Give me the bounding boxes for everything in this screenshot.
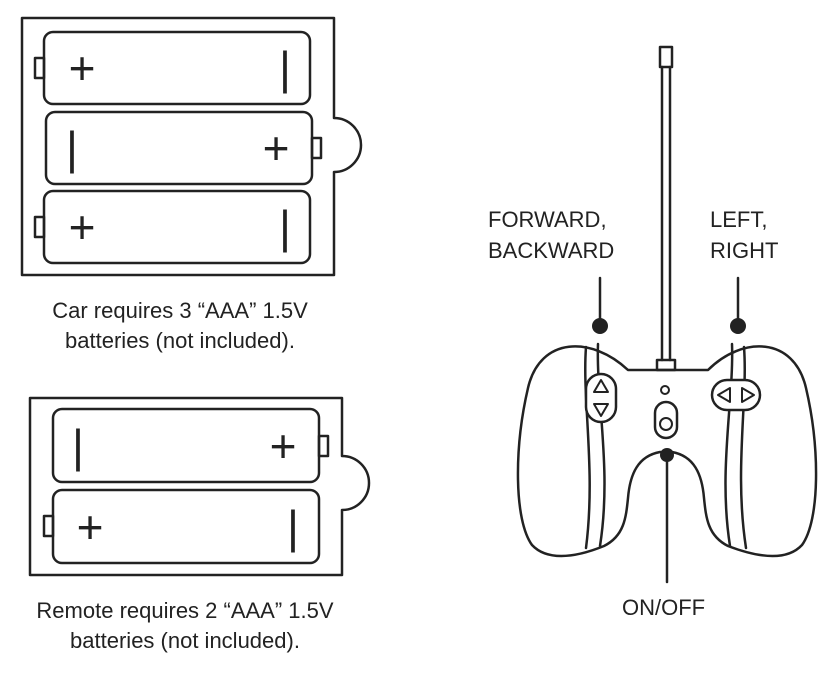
forward-backward-label: FORWARD, BACKWARD [488,204,614,266]
car-battery-2-negative: | [66,122,78,174]
car-battery-1 [33,30,312,106]
led-indicator [660,385,670,395]
left-grip-groove [596,342,606,548]
remote-battery-1-negative: | [72,420,84,472]
remote-battery-2-positive: + [77,501,104,553]
car-battery-caption-line1: Car requires 3 “AAA” 1.5V [52,298,308,323]
right-grip-groove [724,342,734,548]
car-battery-1-positive: + [69,42,96,94]
car-battery-3-negative: | [279,201,291,253]
forward-backward-label-line1: FORWARD, [488,207,607,232]
remote-battery-1 [51,407,330,484]
forward-backward-button[interactable] [584,372,618,424]
power-switch[interactable] [653,400,679,440]
remote-battery-2-negative: | [287,501,299,553]
left-right-label: LEFT, RIGHT [710,204,778,266]
callout-leaders [598,276,740,584]
on-off-label: ON/OFF [622,595,706,620]
car-battery-2-positive: + [263,122,290,174]
car-battery-tray-outline [20,16,363,277]
car-battery-3-positive: + [69,201,96,253]
on-off-dot [660,448,674,462]
forward-backward-label-line2: BACKWARD [488,238,615,263]
remote-control [516,45,818,558]
left-right-label-line2: RIGHT [710,238,779,263]
car-battery-caption-line2: batteries (not included). [65,328,295,353]
callout-dots [592,318,746,462]
car-battery-compartment [20,16,363,277]
car-battery-1-negative: | [279,42,291,94]
remote-battery-1-positive: + [270,420,297,472]
remote-battery-2 [42,488,321,565]
left-right-button[interactable] [710,378,762,412]
remote-battery-caption-line2: batteries (not included). [70,628,300,653]
left-right-dot [730,318,746,334]
car-battery-3 [33,189,312,265]
remote-battery-caption-line1: Remote requires 2 “AAA” 1.5V [36,598,334,623]
remote-battery-compartment [28,396,371,577]
remote-battery-caption: Remote requires 2 “AAA” 1.5V batteries (… [0,596,370,656]
remote-battery-tray-outline [28,396,371,577]
antenna [655,45,677,372]
car-battery-2 [44,110,323,186]
left-right-label-line1: LEFT, [710,207,768,232]
forward-backward-dot [592,318,608,334]
car-battery-caption: Car requires 3 “AAA” 1.5V batteries (not… [12,296,348,356]
